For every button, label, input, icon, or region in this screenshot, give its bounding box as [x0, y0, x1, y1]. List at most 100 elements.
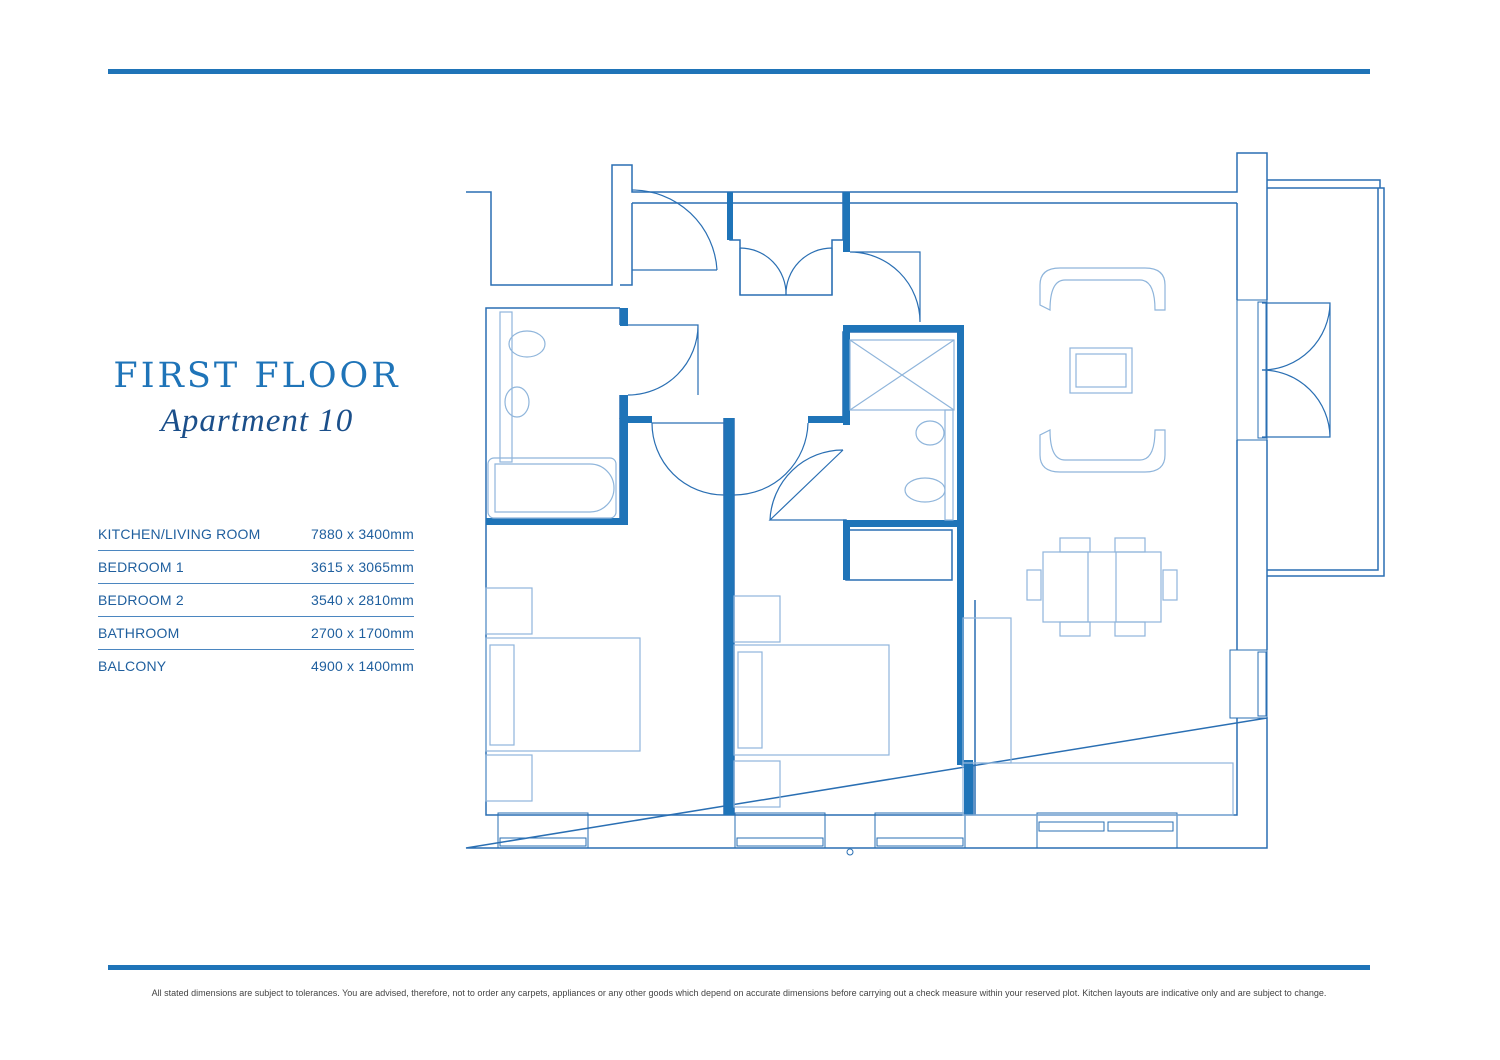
dining-table — [1042, 551, 1162, 623]
balcony-door-frame — [1257, 301, 1267, 439]
wall-fill — [843, 520, 957, 527]
room-dimensions-table: KITCHEN/LIVING ROOM 7880 x 3400mm BEDROO… — [98, 518, 414, 682]
vent — [846, 848, 854, 856]
bedside-table — [485, 587, 533, 635]
bedside-table — [485, 754, 533, 802]
top-rule — [108, 69, 1370, 74]
hall-wall — [808, 331, 974, 815]
window — [499, 837, 587, 847]
bath-wall — [486, 418, 621, 521]
wc-cistern — [499, 311, 513, 463]
toilet — [904, 477, 946, 503]
sofa — [1039, 267, 1166, 311]
kitchen-door — [849, 251, 921, 323]
apartment-subtitle: Apartment 10 — [160, 403, 354, 439]
room-name: BATHROOM — [98, 625, 180, 641]
toilet — [508, 330, 546, 358]
chair — [1162, 569, 1178, 601]
balcony-door-bottom — [1261, 369, 1331, 438]
wall-fill — [724, 418, 734, 815]
wall-fill — [727, 192, 733, 240]
balcony-door-frame — [1236, 299, 1268, 441]
bathroom-door — [768, 449, 844, 521]
window — [1036, 812, 1178, 849]
balcony-rail — [1267, 188, 1379, 571]
room-row-kitchen-living: KITCHEN/LIVING ROOM 7880 x 3400mm — [98, 518, 414, 551]
basin — [915, 420, 945, 446]
cupboard-door-left — [739, 247, 787, 296]
window — [734, 812, 826, 849]
chair — [1114, 537, 1146, 553]
room-name: BEDROOM 1 — [98, 559, 184, 575]
hall-wall — [729, 192, 844, 296]
window — [874, 812, 966, 849]
kitchen-counter — [962, 617, 1012, 764]
room-row-bedroom-2: BEDROOM 2 3540 x 2810mm — [98, 584, 414, 617]
chair — [1026, 569, 1042, 601]
window — [1038, 821, 1105, 832]
room-row-bedroom-1: BEDROOM 1 3615 x 3065mm — [98, 551, 414, 584]
room-row-bathroom: BATHROOM 2700 x 1700mm — [98, 617, 414, 650]
window — [736, 837, 824, 847]
double-bed — [733, 644, 890, 756]
dining-table-split — [1087, 552, 1117, 622]
bedside-table — [733, 595, 781, 643]
bathroom-counter — [944, 409, 954, 521]
floor-title: FIRST FLOOR — [113, 356, 401, 396]
wall-fill — [964, 760, 973, 815]
wall-fill — [843, 325, 850, 425]
room-size: 4900 x 1400mm — [311, 658, 414, 674]
wall-fill — [957, 325, 964, 765]
wall-fill — [808, 416, 843, 423]
shower-tray — [849, 339, 955, 411]
window — [497, 812, 589, 849]
chair — [1114, 621, 1146, 637]
balcony — [1267, 179, 1385, 577]
bedroom1-door — [651, 422, 725, 496]
coffee-table-inner — [1075, 353, 1127, 388]
room-name: BEDROOM 2 — [98, 592, 184, 608]
hall-wall — [843, 519, 953, 581]
window — [1257, 651, 1267, 717]
bath — [487, 457, 617, 519]
wall-fill — [486, 518, 628, 525]
room-size: 3615 x 3065mm — [311, 559, 414, 575]
entrance-door — [631, 189, 718, 271]
cupboard-door-right — [785, 247, 833, 296]
double-bed — [485, 637, 641, 752]
coffee-table — [1069, 347, 1133, 394]
room-name: KITCHEN/LIVING ROOM — [98, 526, 261, 542]
window — [1107, 821, 1174, 832]
bottom-rule — [108, 965, 1370, 970]
bath-inner — [494, 463, 615, 513]
wall-fill — [620, 308, 628, 326]
outer-wall — [465, 152, 1268, 849]
window — [876, 837, 964, 847]
chair — [1059, 537, 1091, 553]
room-size: 2700 x 1700mm — [311, 625, 414, 641]
bedside-table — [733, 760, 781, 808]
chair — [1059, 621, 1091, 637]
window — [1229, 649, 1268, 719]
wall-fill — [620, 395, 628, 525]
headboard — [737, 651, 763, 749]
wall-fill — [628, 416, 652, 423]
wc-door — [627, 324, 699, 396]
outer-wall-inner — [485, 202, 1238, 816]
room-size: 3540 x 2810mm — [311, 592, 414, 608]
sofa — [1039, 429, 1166, 473]
room-name: BALCONY — [98, 658, 167, 674]
disclaimer: All stated dimensions are subject to tol… — [151, 988, 1327, 998]
shower-cross — [849, 339, 955, 411]
room-size: 7880 x 3400mm — [311, 526, 414, 542]
wall-fill — [843, 520, 850, 580]
kitchen-counter — [962, 762, 1234, 816]
bedroom2-door — [733, 422, 809, 496]
balcony-door-top — [1261, 302, 1331, 371]
wall-fill — [843, 192, 850, 252]
wall-fill — [843, 325, 964, 332]
basin — [504, 386, 530, 418]
headboard — [489, 644, 515, 746]
room-row-balcony: BALCONY 4900 x 1400mm — [98, 650, 414, 682]
